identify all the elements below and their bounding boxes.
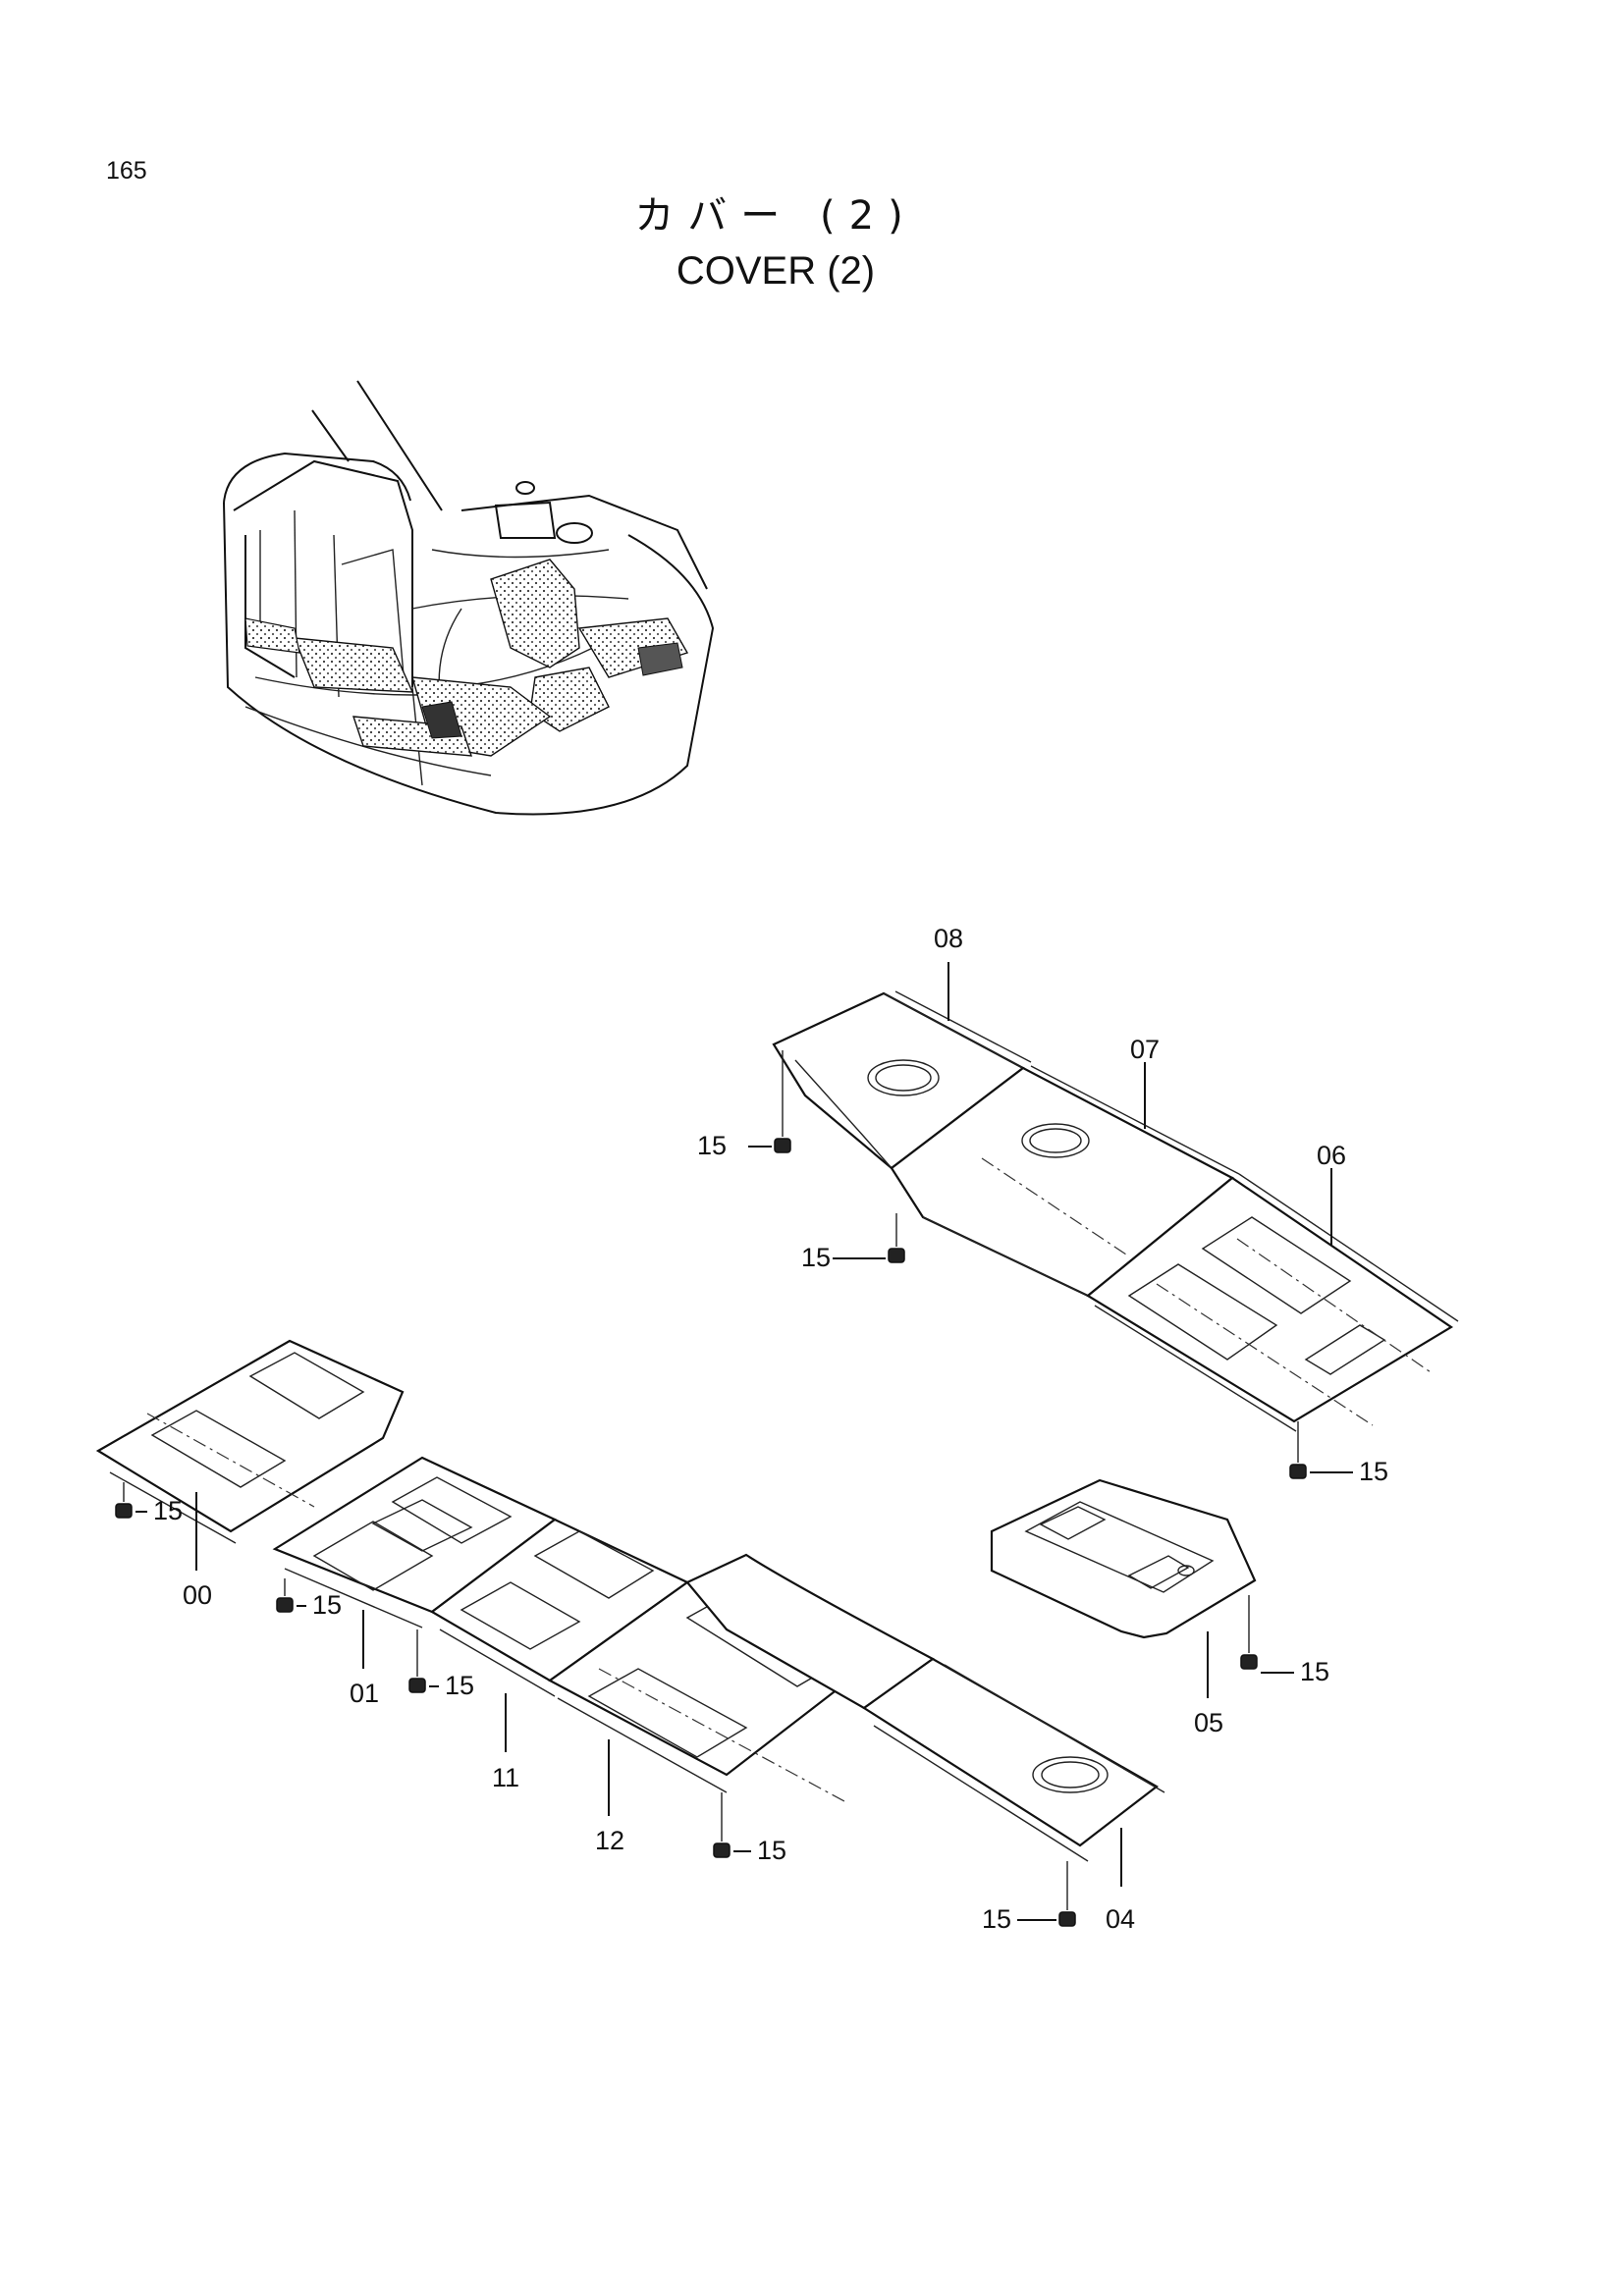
bolt-15-g: [713, 1842, 731, 1858]
callout-15-g: 15: [757, 1836, 786, 1865]
callout-06: 06: [1317, 1141, 1346, 1170]
callout-00: 00: [183, 1580, 212, 1610]
callout-15-c: 15: [1359, 1457, 1388, 1486]
bolt-15-b: [888, 1248, 905, 1263]
lower-cover-assembly: [95, 1339, 1165, 1862]
cover-00: [95, 1339, 405, 1533]
callout-01: 01: [350, 1679, 379, 1708]
callout-05: 05: [1194, 1708, 1223, 1737]
bolt-15-c: [1289, 1464, 1307, 1479]
callout-07: 07: [1130, 1035, 1160, 1064]
callout-11: 11: [492, 1763, 519, 1792]
callout-15-f: 15: [445, 1671, 474, 1700]
bolt-15-h: [1058, 1911, 1076, 1927]
callout-labels: 08 07 06 15 15 15 15 00 15 01 15 11 12 1…: [153, 924, 1388, 1934]
callout-04: 04: [1106, 1904, 1135, 1934]
machine-overview: [223, 380, 715, 816]
upper-cover-assembly: [772, 990, 1459, 1432]
bolt-15-d: [115, 1503, 133, 1519]
leader-lines: [135, 962, 1353, 1921]
title-japanese: カバー (2): [634, 193, 917, 239]
callout-15-a: 15: [697, 1131, 727, 1160]
callout-15-d: 15: [153, 1496, 183, 1525]
cover-05: [990, 1478, 1257, 1639]
callout-15-e: 15: [312, 1590, 342, 1620]
bolt-15-f: [408, 1678, 426, 1693]
cover-06: [1086, 1176, 1454, 1423]
bolt-15-i: [1240, 1654, 1258, 1670]
callout-12: 12: [595, 1826, 624, 1855]
callout-15-i: 15: [1300, 1657, 1329, 1686]
callout-08: 08: [934, 924, 963, 953]
page-number: 165: [106, 157, 147, 185]
bolt-15-e: [276, 1597, 294, 1613]
bolts: [115, 1050, 1307, 1927]
callout-15-b: 15: [801, 1243, 831, 1272]
cover-04: [862, 1657, 1159, 1847]
bolt-15-a: [774, 1138, 791, 1153]
title-english: COVER (2): [676, 249, 876, 293]
title-block: カバー (2) COVER (2): [0, 188, 1551, 298]
callout-15-h: 15: [982, 1904, 1011, 1934]
